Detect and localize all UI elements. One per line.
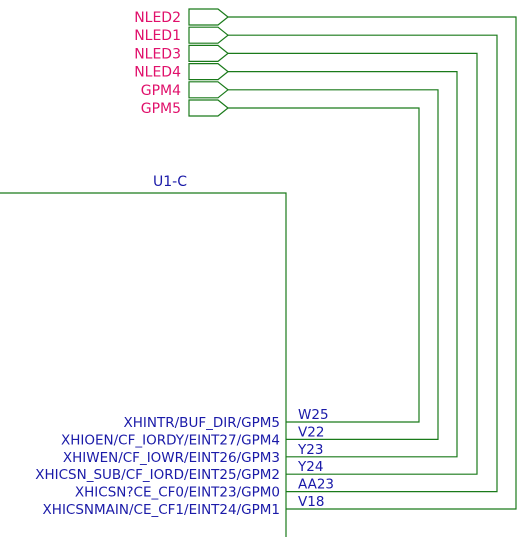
wire-nled1 [228,34,498,493]
component-designator: U1-C [153,174,187,190]
net-label-nled3: NLED3 [134,46,181,62]
wire-nled2 [228,16,517,510]
net-port-nled2[interactable] [188,8,229,26]
wire-nled3 [228,52,478,475]
net-label-gpm4: GPM4 [141,83,181,99]
pin-pad: Y23 [297,442,323,458]
net-port-nled4[interactable] [188,62,229,81]
pin-pad: V22 [298,424,324,440]
wire-group [228,16,517,510]
net-label-gpm5: GPM5 [141,101,181,117]
net-label-nled2: NLED2 [134,10,181,26]
wire-gpm5 [228,107,420,423]
pin-name: XHICSN?CE_CF0/EINT23/GPM0 [75,485,280,501]
pin-name: XHIWEN/CF_IOWR/EINT26/GPM3 [63,450,280,466]
wire-nled4 [228,71,458,458]
pin-pad: W25 [298,407,329,423]
net-port-gpm4[interactable] [188,81,229,99]
pin-name: XHINTR/BUF_DIR/GPM5 [124,415,280,431]
pin-group: XHINTR/BUF_DIR/GPM5 W25XHIOEN/CF_IORDY/EI… [35,407,334,518]
pin-pad: V18 [298,494,324,510]
net-port-nled3[interactable] [188,44,229,63]
pin-name: XHICSN_SUB/CF_IORD/EINT25/GPM2 [35,467,280,483]
net-port-nled1[interactable] [188,26,229,44]
pin-pad: AA23 [298,477,334,493]
net-label-nled1: NLED1 [134,28,181,44]
wire-gpm4 [228,89,439,440]
pin-pad: Y24 [297,459,323,475]
pin-name: XHICSNMAIN/CE_CF1/EINT24/GPM1 [43,502,280,518]
net-port-gpm5[interactable] [188,99,229,117]
pin-name: XHIOEN/CF_IORDY/EINT27/GPM4 [61,432,280,448]
net-label-nled4: NLED4 [134,65,181,81]
